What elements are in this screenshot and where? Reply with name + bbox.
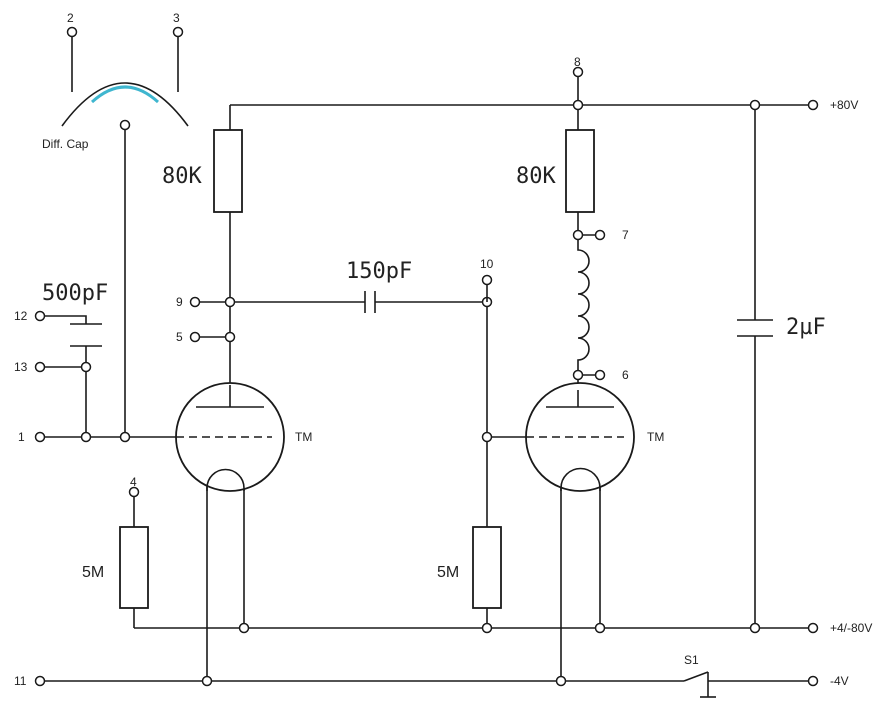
capacitor-supply-value: 2µF bbox=[786, 315, 826, 340]
pin-5-terminal bbox=[189, 331, 201, 343]
pin-3-terminal bbox=[172, 26, 184, 38]
pin-5-label: 5 bbox=[176, 330, 183, 344]
capacitor-coupling bbox=[364, 291, 376, 313]
wiring bbox=[40, 32, 813, 682]
pin-9-label: 9 bbox=[176, 295, 183, 309]
pin-7-terminal bbox=[594, 229, 606, 241]
switch-s1 bbox=[683, 671, 716, 698]
resistor-anode-left-value: 80K bbox=[162, 164, 202, 189]
tube-right bbox=[525, 382, 635, 492]
capacitor-input-value: 500pF bbox=[42, 281, 108, 306]
pin-12-label: 12 bbox=[14, 309, 28, 323]
minus4-terminal bbox=[807, 675, 819, 687]
capacitor-supply bbox=[737, 319, 773, 337]
pin-12-terminal bbox=[34, 310, 46, 322]
switch-s1-label: S1 bbox=[684, 653, 699, 667]
resistor-grid-left bbox=[119, 526, 149, 609]
junctions bbox=[80, 99, 761, 687]
supply-minus4-label: -4V bbox=[830, 674, 849, 688]
supply-plus80-label: +80V bbox=[830, 98, 858, 112]
terminal-pins bbox=[34, 26, 819, 687]
pin-2-terminal bbox=[66, 26, 78, 38]
pin-13-label: 13 bbox=[14, 360, 28, 374]
pin-8-label: 8 bbox=[574, 55, 581, 69]
resistor-anode-right bbox=[565, 129, 595, 213]
pin-9-terminal bbox=[189, 296, 201, 308]
pin-3-label: 3 bbox=[173, 11, 180, 25]
plus4-minus80-terminal bbox=[807, 622, 819, 634]
diff-cap-label: Diff. Cap bbox=[42, 137, 89, 151]
pin-6-label: 6 bbox=[622, 368, 629, 382]
tube-right-label: TM bbox=[647, 430, 664, 444]
tube-left bbox=[175, 382, 285, 492]
pin-11-label: 11 bbox=[14, 674, 27, 688]
diff-cap-symbol bbox=[61, 82, 189, 131]
pin-4-label: 4 bbox=[130, 475, 137, 489]
inductor-coil bbox=[577, 235, 590, 375]
pin-2-label: 2 bbox=[67, 11, 74, 25]
diff-cap-rotor-arc bbox=[90, 85, 160, 104]
capacitor-input bbox=[70, 323, 102, 347]
pin-11-terminal bbox=[34, 675, 46, 687]
pin-13-terminal bbox=[34, 361, 46, 373]
pin-7-label: 7 bbox=[622, 228, 629, 242]
pin-1-label: 1 bbox=[18, 430, 25, 444]
pin-1-terminal bbox=[34, 431, 46, 443]
pin-8-terminal bbox=[572, 66, 584, 78]
pin-10-terminal bbox=[481, 274, 493, 286]
capacitor-coupling-value: 150pF bbox=[346, 259, 412, 284]
supply-plus4-minus80-label: +4/-80V bbox=[830, 621, 872, 635]
tube-left-label: TM bbox=[295, 430, 312, 444]
resistor-grid-left-value: 5M bbox=[82, 564, 104, 581]
plus80-terminal bbox=[807, 99, 819, 111]
resistor-anode-right-value: 80K bbox=[516, 164, 556, 189]
resistor-grid-right bbox=[472, 526, 502, 609]
pin-4-terminal bbox=[128, 486, 140, 498]
resistor-anode-left bbox=[213, 129, 243, 213]
pin-6-terminal bbox=[594, 369, 606, 381]
pin-10-label: 10 bbox=[480, 257, 494, 271]
resistor-grid-right-value: 5M bbox=[437, 564, 459, 581]
